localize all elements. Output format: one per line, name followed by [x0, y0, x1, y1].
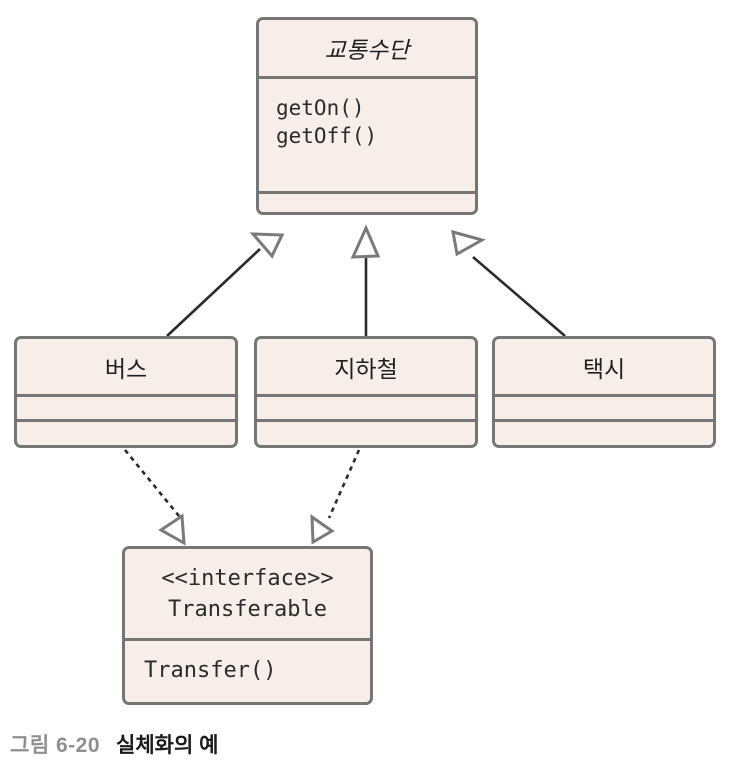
- figure-caption: 그림 6-20 실체화의 예: [10, 729, 218, 759]
- class-name: 교통수단: [259, 20, 475, 79]
- figure-label: 그림 6-20: [10, 734, 101, 757]
- class-name: 택시: [495, 339, 713, 397]
- class-box-bus: 버스: [14, 336, 238, 448]
- method: getOff(): [276, 124, 378, 148]
- generalization-arrowhead-taxi: [451, 229, 486, 257]
- empty-compartment: [259, 194, 475, 212]
- class-name: 버스: [17, 339, 235, 397]
- interface-title-compartment: <<interface>> Transferable: [125, 549, 370, 641]
- interface-stereotype: <<interface>>: [161, 565, 334, 591]
- realization-line-bus: [123, 449, 181, 517]
- generalization-line-taxi: [472, 256, 566, 337]
- class-box-taxi: 택시: [492, 336, 716, 448]
- realization-arrowhead-bus: [158, 513, 186, 546]
- generalization-arrowhead-bus: [249, 232, 285, 259]
- methods-compartment: getOn() getOff(): [259, 79, 475, 194]
- empty-compartment: [17, 397, 235, 422]
- empty-compartment: [257, 397, 475, 422]
- empty-compartment: [495, 397, 713, 422]
- interface-name: Transferable: [168, 596, 327, 622]
- generalization-arrowhead-subway: [350, 224, 381, 259]
- empty-compartment: [257, 422, 475, 445]
- class-box-subway: 지하철: [254, 336, 478, 448]
- method: getOn(): [276, 96, 365, 120]
- method: Transfer(): [144, 658, 277, 683]
- class-box-transport: 교통수단 getOn() getOff(): [256, 17, 478, 215]
- figure-title: 실체화의 예: [116, 734, 219, 757]
- class-name: 지하철: [257, 339, 475, 397]
- empty-compartment: [17, 422, 235, 445]
- empty-compartment: [495, 422, 713, 445]
- generalization-line-bus: [166, 248, 261, 337]
- realization-arrowhead-subway: [310, 514, 335, 545]
- interface-box-transferable: <<interface>> Transferable Transfer(): [122, 546, 373, 705]
- realization-line-subway: [327, 449, 361, 519]
